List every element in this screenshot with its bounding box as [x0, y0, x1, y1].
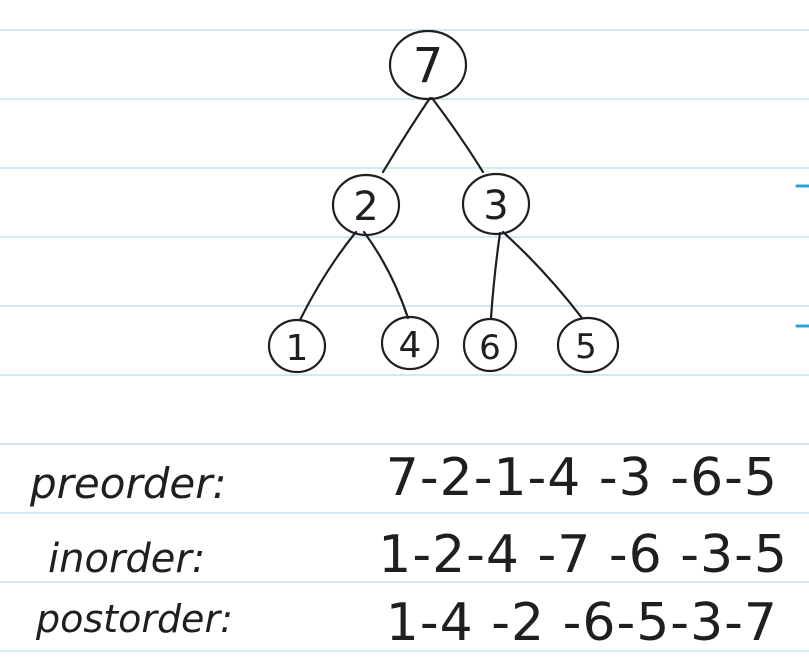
- node-circle: [267, 318, 327, 374]
- traversal-label: postorder:: [35, 597, 233, 641]
- traversal-list: preorder: 7-2-1-4 -3 -6-5 inorder: 1-2-4…: [29, 448, 788, 653]
- node-circle: [462, 317, 518, 373]
- edge-3-6: [489, 231, 502, 320]
- tree-nodes: 7 2 3 1 4 6 5: [267, 29, 620, 374]
- tree-node: 6: [462, 317, 518, 373]
- edge-7-2: [381, 96, 432, 174]
- node-circle: [461, 172, 531, 236]
- traversal-label: inorder:: [48, 536, 205, 582]
- node-label: 5: [575, 327, 597, 367]
- traversal-sequence: 1-4 -2 -6-5-3-7: [386, 593, 778, 653]
- tree-edges: [298, 96, 584, 322]
- edge-2-4: [362, 230, 410, 320]
- traversal-sequence: 7-2-1-4 -3 -6-5: [386, 448, 778, 508]
- node-circle: [331, 173, 401, 237]
- node-circle: [556, 316, 620, 374]
- tree-node: 4: [380, 315, 440, 371]
- node-label: 4: [399, 325, 422, 366]
- node-label: 7: [413, 38, 444, 94]
- edge-2-1: [298, 230, 358, 322]
- node-label: 3: [483, 183, 508, 229]
- traversal-row-preorder: preorder: 7-2-1-4 -3 -6-5: [29, 448, 778, 508]
- traversal-sequence: 1-2-4 -7 -6 -3-5: [378, 525, 788, 585]
- node-label: 1: [286, 328, 309, 369]
- tree-node: 2: [331, 173, 401, 237]
- node-circle: [388, 29, 468, 101]
- tree-node: 7: [388, 29, 468, 101]
- node-label: 2: [353, 184, 378, 230]
- edge-3-5: [501, 230, 584, 320]
- traversal-row-postorder: postorder: 1-4 -2 -6-5-3-7: [35, 593, 778, 653]
- node-circle: [380, 315, 440, 371]
- node-label: 6: [479, 328, 501, 368]
- tree-node: 1: [267, 318, 327, 374]
- edge-7-3: [430, 96, 485, 174]
- tree-node: 3: [461, 172, 531, 236]
- margin-marks: [795, 184, 809, 328]
- tree-node: 5: [556, 316, 620, 374]
- traversal-label: preorder:: [29, 459, 227, 508]
- traversal-row-inorder: inorder: 1-2-4 -7 -6 -3-5: [48, 525, 788, 585]
